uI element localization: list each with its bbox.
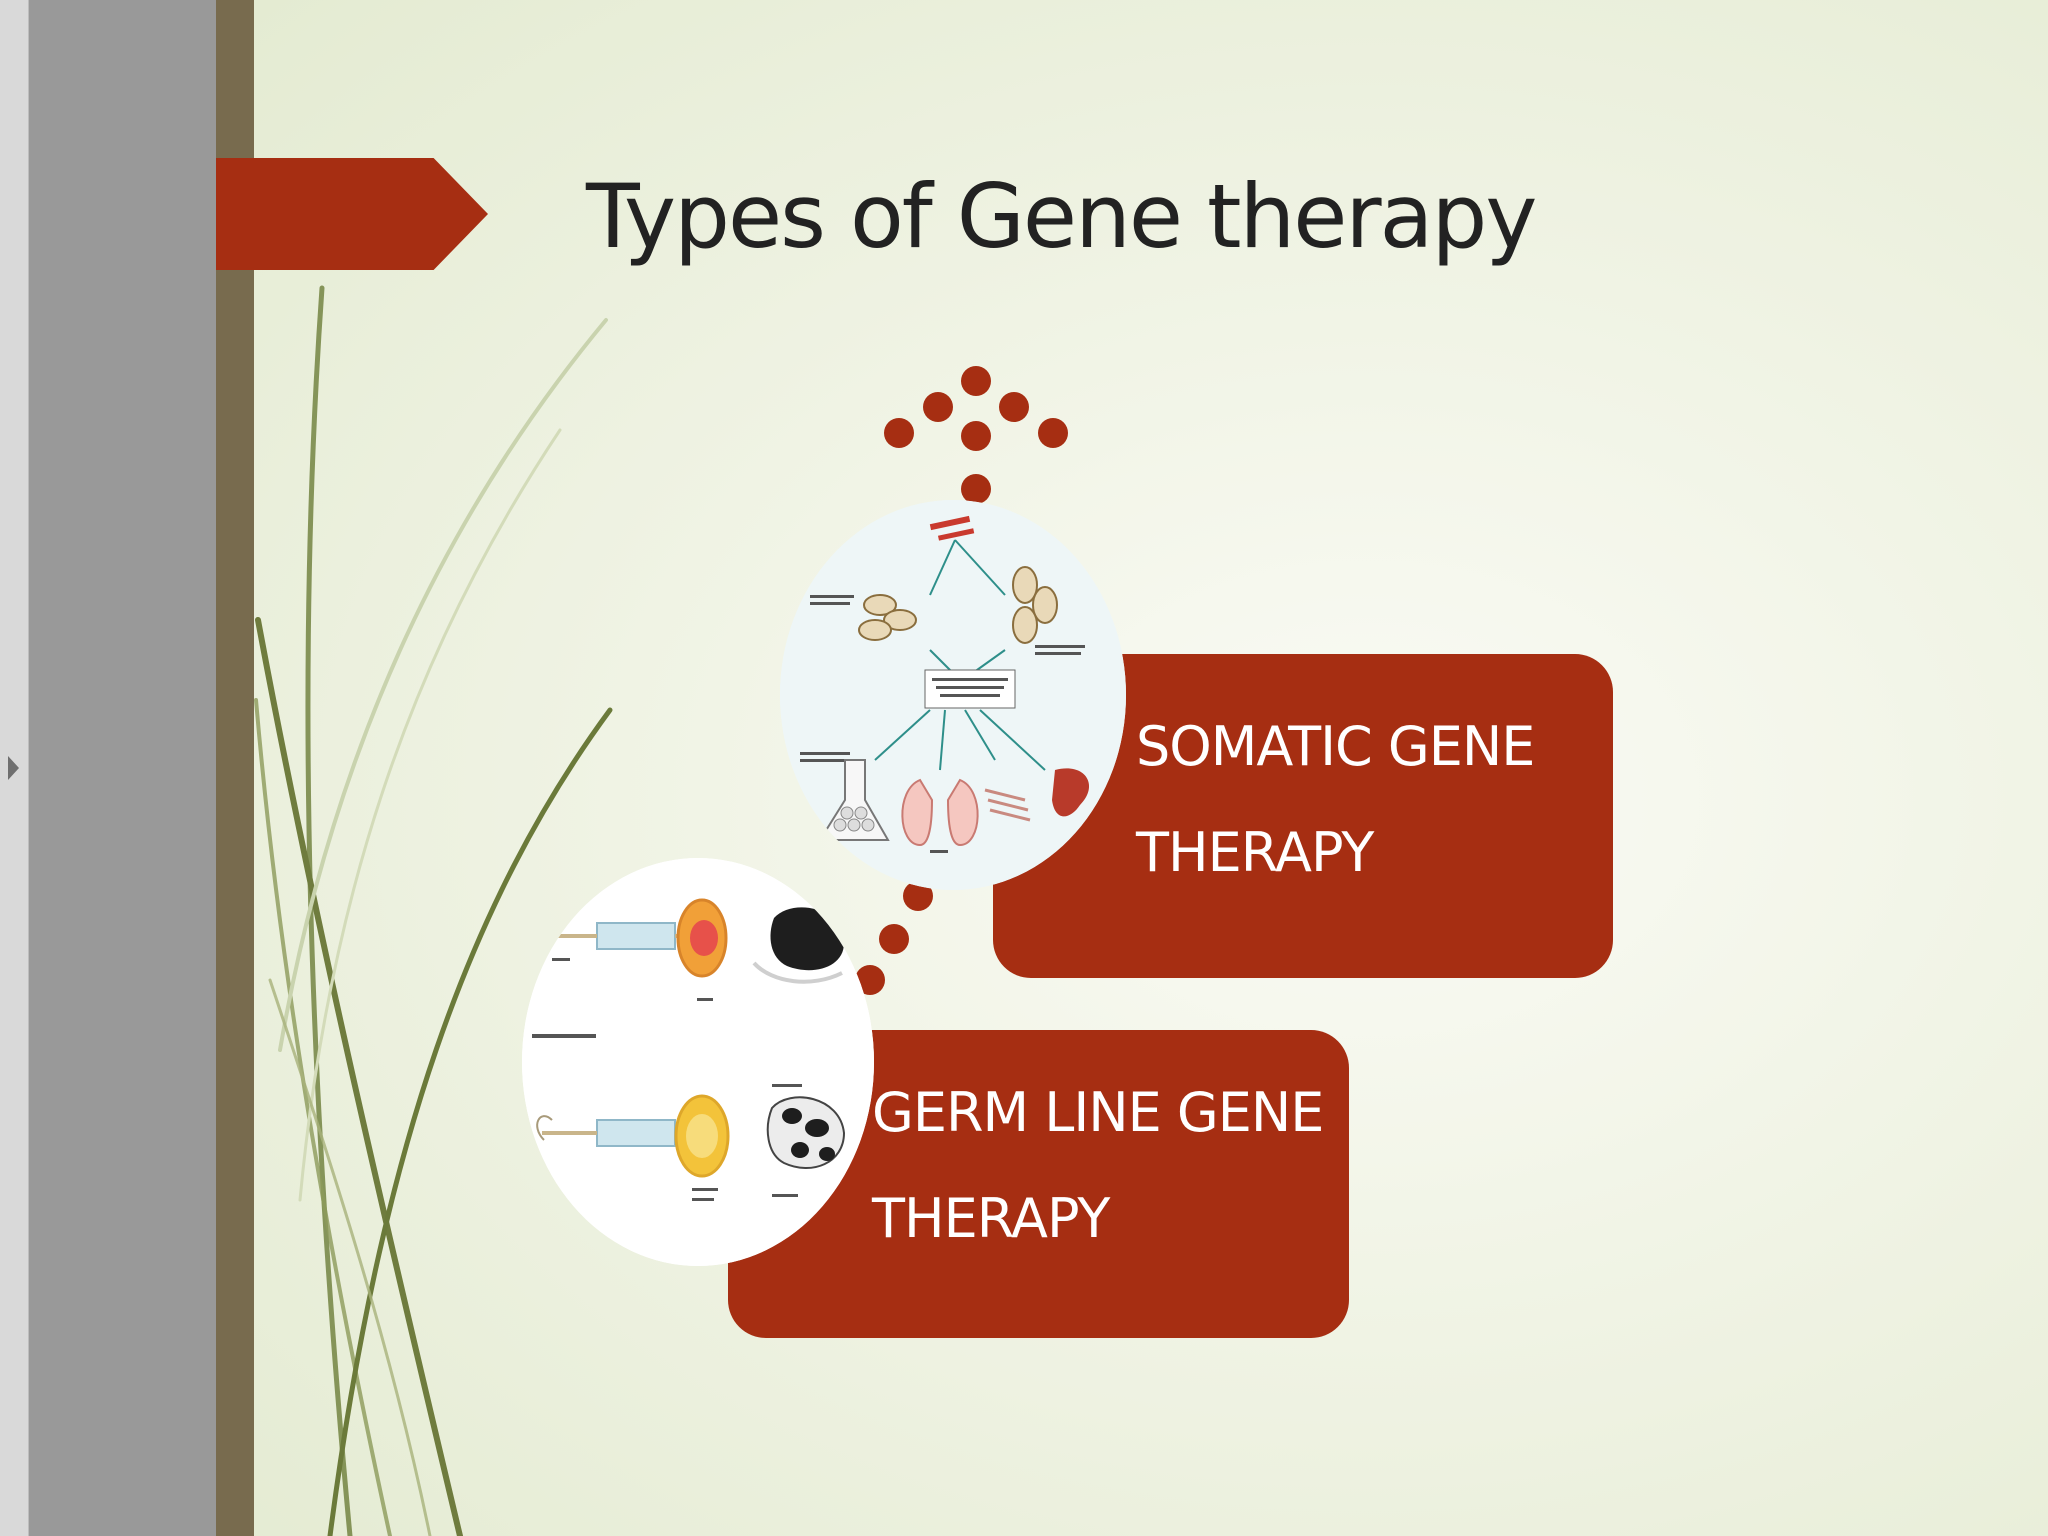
germline-therapy-image[interactable] [522, 858, 874, 1266]
somatic-therapy-label: SOMATIC GENE THERAPY [1136, 694, 1535, 906]
slide-title: Types of Gene therapy [586, 165, 1537, 268]
germline-therapy-label: GERM LINE GENE THERAPY [872, 1060, 1324, 1272]
title-accent-flag [216, 158, 488, 270]
somatic-line-1: SOMATIC GENE [1136, 715, 1535, 778]
somatic-therapy-image[interactable] [780, 500, 1126, 890]
germline-line-2: THERAPY [872, 1187, 1110, 1250]
germline-line-1: GERM LINE GENE [872, 1081, 1324, 1144]
left-gray-panel [29, 0, 216, 1536]
expand-panel-icon[interactable] [8, 756, 19, 780]
somatic-line-2: THERAPY [1136, 821, 1374, 884]
